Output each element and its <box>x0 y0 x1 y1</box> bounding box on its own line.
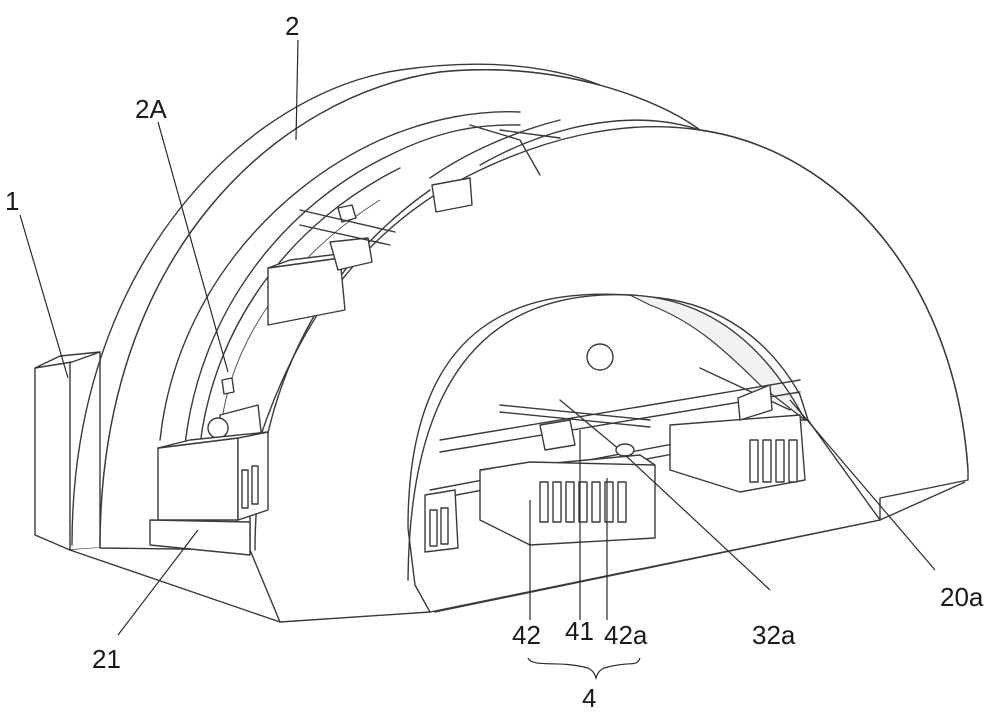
label-arch: 2 <box>285 11 299 41</box>
side-box <box>149 431 269 556</box>
leader-lines <box>19 39 936 680</box>
housing-block <box>34 351 101 551</box>
label-module-42a: 42a <box>604 620 648 650</box>
arch-ring-units <box>207 177 473 449</box>
assembly-brace <box>527 657 641 680</box>
label-module-42: 42 <box>512 620 541 650</box>
label-arch-track: 2A <box>135 94 167 124</box>
module-center <box>479 454 656 546</box>
label-side-box: 21 <box>92 644 121 674</box>
module-right <box>669 414 806 493</box>
label-housing: 1 <box>5 186 19 216</box>
label-rod-end: 32a <box>752 620 796 650</box>
track-ring <box>159 111 561 446</box>
reference-labels: 1 2 2A 21 20a 32a 42 41 42a 4 <box>5 11 984 713</box>
inner-opening <box>407 294 881 581</box>
label-inner-face: 20a <box>940 582 984 612</box>
brackets <box>539 384 773 451</box>
module-left <box>424 489 459 553</box>
label-assembly: 4 <box>582 683 596 713</box>
label-module-41: 41 <box>565 616 594 646</box>
